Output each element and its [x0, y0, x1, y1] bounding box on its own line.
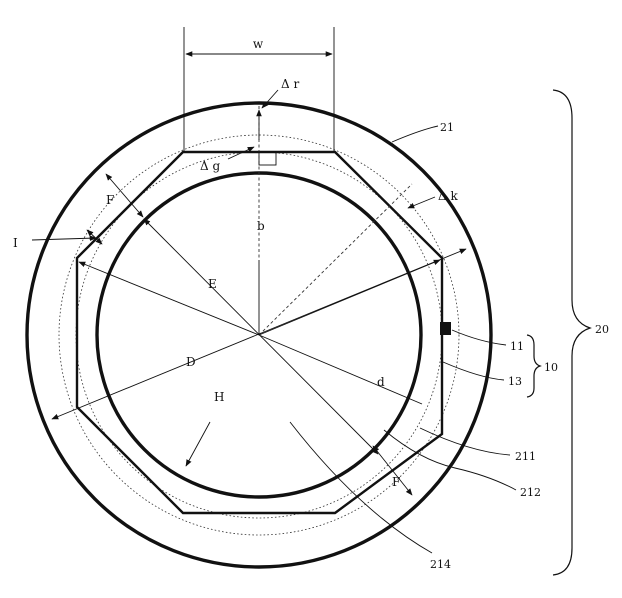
- diameter-E-line: [144, 219, 378, 454]
- leader-13: [443, 362, 504, 380]
- label-D: D: [186, 355, 196, 369]
- radius-H-line: [186, 422, 210, 466]
- label-211: 211: [515, 450, 536, 463]
- label-212: 212: [520, 486, 541, 499]
- octagon-element: [77, 152, 442, 513]
- label-I: I: [13, 236, 18, 250]
- label-delta-g: Δ g: [200, 159, 220, 173]
- label-F-bottom: F: [392, 475, 400, 489]
- leader-11: [452, 330, 506, 345]
- radius-d-line: [259, 335, 422, 404]
- label-214: 214: [430, 558, 451, 571]
- label-w: w: [253, 37, 264, 51]
- label-10: 10: [544, 361, 558, 374]
- label-delta-k: Δ k: [438, 189, 458, 203]
- label-F-top: F: [106, 193, 114, 207]
- leader-212: [384, 430, 516, 490]
- brace-10: [527, 335, 540, 397]
- element-11-block: [440, 322, 451, 335]
- label-21: 21: [440, 121, 454, 134]
- brace-20: [553, 90, 590, 575]
- delta-k-leader: [408, 197, 435, 208]
- right-angle-marker: [259, 152, 276, 165]
- label-20: 20: [595, 323, 609, 336]
- delta-k-dashed-line: [259, 184, 412, 335]
- leader-21: [392, 126, 438, 142]
- label-b: b: [257, 219, 265, 233]
- label-E: E: [208, 277, 217, 291]
- radius-E-to-octagon-left: [79, 262, 259, 335]
- I-leader: [32, 238, 96, 240]
- label-H: H: [214, 390, 224, 404]
- delta-r-leader: [262, 90, 278, 108]
- label-13: 13: [508, 375, 522, 388]
- label-d: d: [377, 375, 385, 389]
- label-11: 11: [510, 340, 524, 353]
- label-delta-r: Δ r: [281, 77, 299, 91]
